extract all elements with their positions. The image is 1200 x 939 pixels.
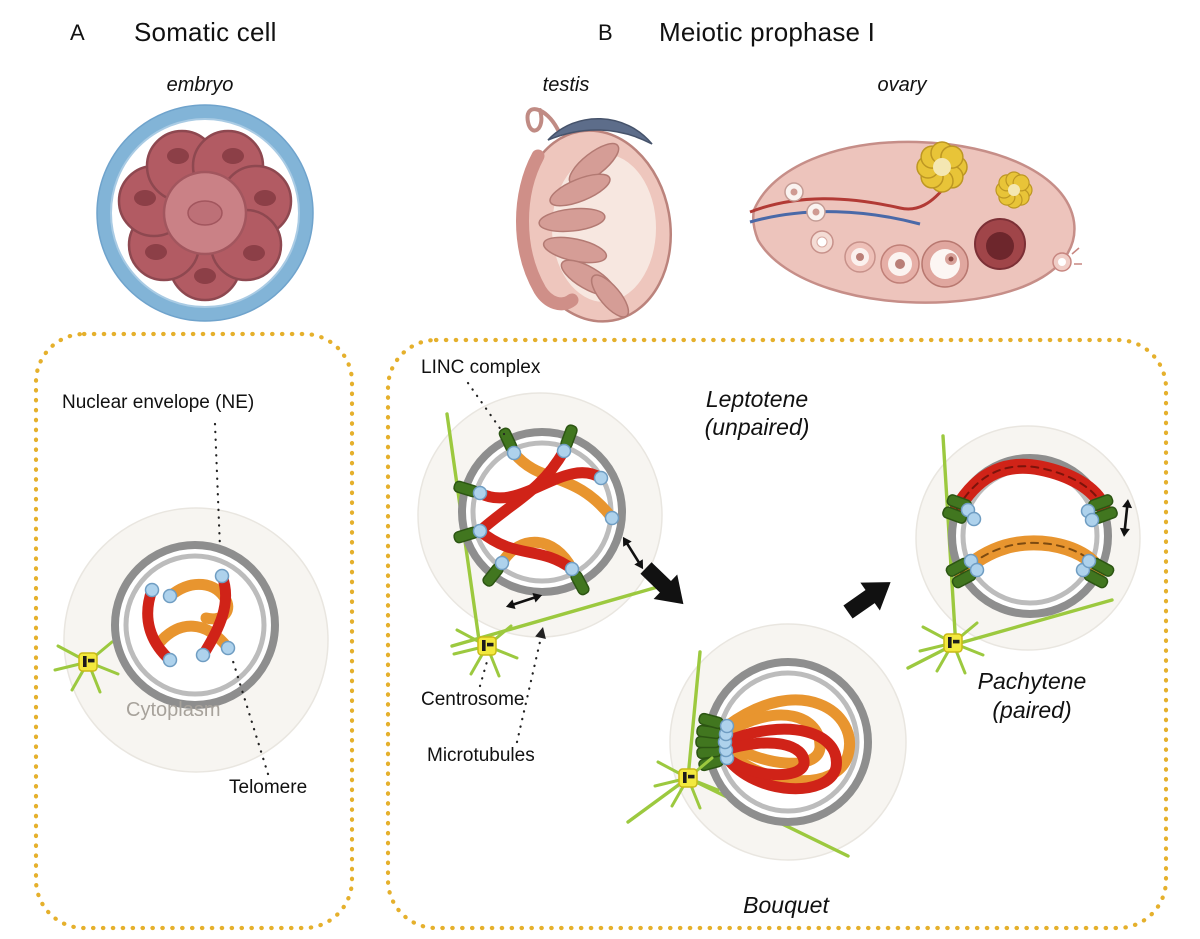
- telomere-dot: [162, 588, 178, 604]
- embryo-illustration: [96, 104, 314, 322]
- telomere-dot: [969, 562, 985, 578]
- telomere-cluster: [717, 718, 735, 766]
- growing-follicles: [810, 230, 969, 288]
- chromosomes: [474, 445, 618, 575]
- telomere-dot: [966, 511, 982, 527]
- telomere-label: Telomere: [229, 777, 308, 798]
- chromosome-orange: [154, 620, 234, 654]
- telomere-dot: [144, 582, 160, 598]
- leader-telomere: [230, 656, 270, 776]
- microtubules-label: Microtubules: [427, 745, 535, 766]
- leptotene-sublabel: (unpaired): [704, 414, 810, 440]
- bouquet-cell: [626, 623, 907, 861]
- embryo-caption: embryo: [166, 74, 234, 96]
- pachytene-sublabel: (paired): [992, 697, 1072, 723]
- pachytene-cell: [906, 425, 1141, 675]
- leptotene-cell: [417, 381, 670, 744]
- pachytene-label: Pachytene: [977, 668, 1087, 694]
- panel-b-letter: B: [598, 20, 613, 45]
- primordial-follicles: [784, 182, 826, 222]
- bouquet-label: Bouquet: [743, 892, 829, 918]
- telomere-dot: [494, 555, 510, 571]
- leader-microtubules: [515, 631, 544, 744]
- telomere-dot: [564, 561, 580, 577]
- telomere-dot: [1084, 512, 1100, 528]
- chromosome-red: [197, 570, 232, 661]
- panel-b-title: Meiotic prophase I: [659, 17, 876, 47]
- panel-a-title: Somatic cell: [134, 17, 277, 47]
- chromosome-red: [719, 723, 842, 795]
- leader-centrosome: [478, 656, 490, 688]
- meiotic-panel-box: [385, 337, 1169, 931]
- nuclear-envelope: [458, 428, 626, 596]
- telomere-dot: [604, 510, 620, 526]
- leptotene-label: Leptotene: [705, 386, 809, 412]
- synapsis-line-red: [956, 465, 1104, 510]
- somatic-panel-box: [33, 331, 355, 931]
- telomere-dot: [162, 652, 178, 668]
- ovary-illustration: [749, 140, 1082, 304]
- chromosome-red: [474, 467, 607, 504]
- corpus-hemorrhagicum: [974, 218, 1026, 270]
- testis-caption: testis: [542, 74, 590, 96]
- telomere-dot: [214, 568, 230, 584]
- chromosomes: [142, 570, 234, 666]
- somatic-cell-diagram: [53, 422, 329, 776]
- leader-lines: [213, 422, 270, 776]
- leader-lines: [466, 381, 544, 744]
- leader-nuclear-envelope: [213, 422, 222, 550]
- chromosome-red: [142, 584, 176, 666]
- panel-a-letter: A: [70, 20, 85, 45]
- telomere-dot: [719, 718, 735, 734]
- leader-linc: [466, 381, 506, 436]
- telomere-dot: [472, 523, 488, 539]
- cytoplasm-label: Cytoplasm: [126, 699, 221, 721]
- ovulation-site: [1052, 247, 1082, 272]
- chromosome-red: [719, 737, 810, 781]
- telomere-dot: [506, 445, 522, 461]
- testis-illustration: [516, 107, 673, 323]
- chromosome-loops: [719, 694, 855, 795]
- nuclear-envelope-label: Nuclear envelope (NE): [62, 392, 255, 413]
- linc-complex-label: LINC complex: [421, 357, 541, 378]
- telomere-dot: [195, 647, 211, 663]
- chromosome-orange: [719, 709, 826, 769]
- leader-arrowhead: [535, 627, 546, 639]
- telomere-dot: [472, 485, 488, 501]
- arrow-to-pachytene: [838, 568, 901, 626]
- telomere-dot: [556, 443, 572, 459]
- ovary-caption: ovary: [877, 74, 927, 96]
- telomere-dot: [593, 470, 609, 486]
- chromosome-red: [474, 525, 578, 575]
- centrosome-label: Centrosome: [421, 689, 525, 710]
- telomere-dot: [1081, 553, 1097, 569]
- centrosome: [452, 624, 519, 678]
- telomere-dot: [220, 640, 236, 656]
